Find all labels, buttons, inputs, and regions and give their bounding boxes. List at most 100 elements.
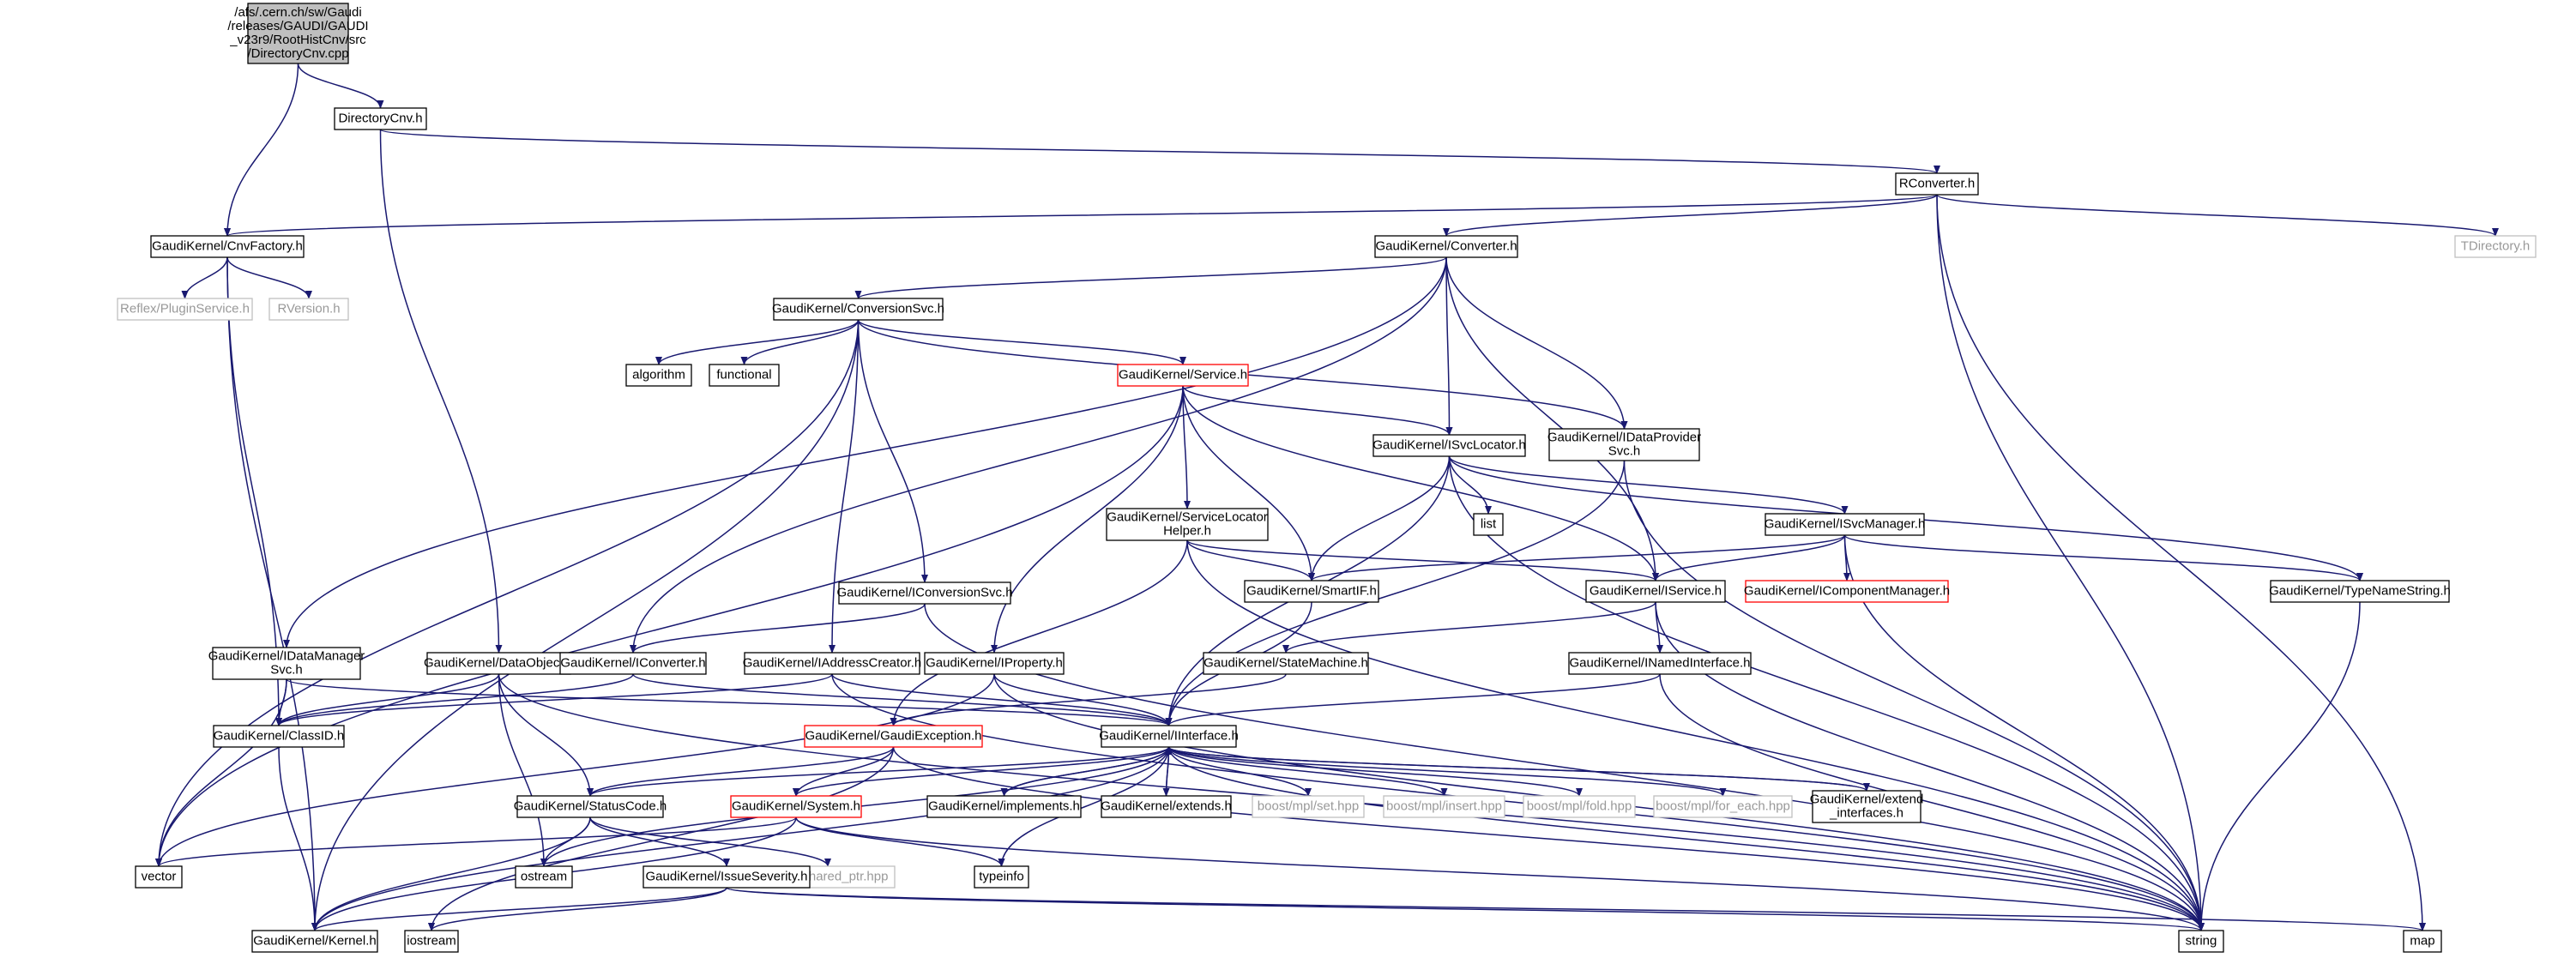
node-smartif[interactable]: GaudiKernel/SmartIF.h	[1244, 580, 1379, 603]
edge-idataprovider-to-iinterface	[1165, 460, 1626, 726]
edge-dircnv-to-rconv	[379, 129, 1940, 174]
node-algorithm[interactable]: algorithm	[625, 364, 692, 387]
edge-service-to-svclocator	[1182, 385, 1453, 436]
node-ostream[interactable]: ostream	[515, 865, 573, 889]
node-gaudiexception[interactable]: GaudiKernel/GaudiException.h	[804, 725, 983, 748]
edge-iconversionsvc-to-string	[924, 603, 2205, 931]
node-label-mplforeach: boost/mpl/for_each.hpp	[1656, 799, 1790, 814]
edge-isvcmanager-to-string	[1843, 534, 2205, 931]
node-label-idataprovider: Svc.h	[1608, 444, 1641, 459]
node-label-extendinterfaces: GaudiKernel/extend	[1810, 792, 1924, 807]
node-isvcmanager[interactable]: GaudiKernel/ISvcManager.h	[1765, 513, 1926, 536]
node-system[interactable]: GaudiKernel/System.h	[730, 795, 862, 818]
node-typenamestring[interactable]: GaudiKernel/TypeNameString.h	[2269, 580, 2451, 603]
node-label-iinterface: GaudiKernel/IInterface.h	[1099, 729, 1239, 744]
edge-root-to-cnvfactory	[224, 63, 299, 237]
edge-iconverter-to-classid	[275, 673, 634, 726]
edge-convsvc-to-service	[857, 319, 1186, 365]
node-root[interactable]: /afs/.cern.ch/sw/Gaudi/releases/GAUDI/GA…	[227, 3, 369, 64]
node-label-statuscode: GaudiKernel/StatusCode.h	[514, 799, 667, 814]
node-label-rversion: RVersion.h	[277, 302, 340, 316]
node-iconverter[interactable]: GaudiKernel/IConverter.h	[559, 652, 707, 675]
edge-service-to-iproperty	[991, 385, 1184, 654]
node-service[interactable]: GaudiKernel/Service.h	[1117, 364, 1249, 387]
node-iaddresscreator[interactable]: GaudiKernel/IAddressCreator.h	[743, 652, 921, 675]
node-label-typeinfo: typeinfo	[979, 870, 1024, 884]
edge-svclocatorhelper-to-string	[1186, 539, 2205, 931]
edge-service-to-vector	[155, 385, 1184, 867]
edge-cnvfactory-to-kernel	[226, 256, 318, 931]
node-map[interactable]: map	[2403, 930, 2442, 953]
edge-svclocator-to-isvcmanager	[1448, 455, 1849, 515]
edge-inamedinterface-to-iinterface	[1165, 673, 1661, 726]
node-implements[interactable]: GaudiKernel/implements.h	[926, 795, 1082, 818]
node-iinterface[interactable]: GaudiKernel/IInterface.h	[1099, 725, 1239, 748]
edge-gaudiexception-to-system	[793, 746, 895, 797]
node-vector[interactable]: vector	[135, 865, 183, 889]
node-icomponentmanager[interactable]: GaudiKernel/IComponentManager.h	[1744, 580, 1950, 603]
node-iconversionsvc[interactable]: GaudiKernel/IConversionSvc.h	[836, 581, 1013, 605]
edge-service-to-svclocatorhelper	[1182, 385, 1191, 509]
node-classid[interactable]: GaudiKernel/ClassID.h	[213, 725, 345, 748]
node-box-icomponentmanager	[1745, 580, 1949, 603]
node-label-iproperty: GaudiKernel/IProperty.h	[926, 656, 1063, 671]
node-mplset[interactable]: boost/mpl/set.hpp	[1252, 795, 1365, 818]
edge-iconverter-to-iinterface	[632, 673, 1173, 726]
node-rconv[interactable]: RConverter.h	[1895, 172, 1979, 196]
node-extendinterfaces[interactable]: GaudiKernel/extend_interfaces.h	[1810, 790, 1924, 823]
node-functional[interactable]: functional	[709, 364, 780, 387]
node-statuscode[interactable]: GaudiKernel/StatusCode.h	[514, 795, 667, 818]
node-box-typeinfo	[974, 865, 1029, 889]
edge-iaddresscreator-to-classid	[275, 673, 833, 726]
node-issueseverity[interactable]: GaudiKernel/IssueSeverity.h	[642, 865, 811, 889]
edge-root-to-dircnv	[297, 63, 384, 109]
node-label-idatamanager: Svc.h	[270, 663, 303, 678]
edge-iservice-to-statemachine	[1282, 601, 1656, 654]
node-dataobject[interactable]: GaudiKernel/DataObject.h	[424, 652, 574, 675]
node-converter[interactable]: GaudiKernel/Converter.h	[1374, 235, 1518, 258]
edge-issueseverity-to-string	[726, 887, 2205, 931]
node-svclocator[interactable]: GaudiKernel/ISvcLocator.h	[1372, 434, 1526, 457]
node-string[interactable]: string	[2178, 930, 2224, 953]
node-extends[interactable]: GaudiKernel/extends.h	[1101, 795, 1232, 818]
node-kernel[interactable]: GaudiKernel/Kernel.h	[251, 930, 378, 953]
node-label-gaudiexception: GaudiKernel/GaudiException.h	[805, 729, 982, 744]
node-label-iaddresscreator: GaudiKernel/IAddressCreator.h	[743, 656, 921, 671]
node-iservice[interactable]: GaudiKernel/IService.h	[1585, 580, 1726, 603]
node-typeinfo[interactable]: typeinfo	[974, 865, 1029, 889]
edge-convsvc-to-kernel	[311, 319, 860, 931]
edge-statemachine-to-gaudiexception	[890, 673, 1287, 726]
node-list[interactable]: list	[1473, 513, 1504, 536]
dependency-edges	[155, 63, 2499, 931]
node-mplinsert[interactable]: boost/mpl/insert.hpp	[1383, 795, 1505, 818]
edge-inamedinterface-to-string	[1659, 673, 2205, 931]
node-box-mplset	[1252, 795, 1365, 818]
edge-iconversionsvc-to-iconverter	[630, 603, 926, 654]
edge-dataobject-to-ostream	[498, 673, 547, 867]
node-label-converter: GaudiKernel/Converter.h	[1375, 239, 1517, 254]
node-statemachine[interactable]: GaudiKernel/StateMachine.h	[1203, 652, 1369, 675]
node-tdirectory[interactable]: TDirectory.h	[2454, 235, 2537, 258]
node-dircnv[interactable]: DirectoryCnv.h	[334, 107, 427, 130]
node-label-issueseverity: GaudiKernel/IssueSeverity.h	[646, 870, 808, 884]
node-iproperty[interactable]: GaudiKernel/IProperty.h	[924, 652, 1065, 675]
edge-convsvc-to-vector	[155, 319, 860, 867]
node-box-gaudiexception	[804, 725, 983, 748]
node-inamedinterface[interactable]: GaudiKernel/INamedInterface.h	[1568, 652, 1752, 675]
node-label-mplset: boost/mpl/set.hpp	[1258, 799, 1359, 814]
node-mplforeach[interactable]: boost/mpl/for_each.hpp	[1653, 795, 1793, 818]
node-iostream[interactable]: iostream	[404, 930, 459, 953]
edge-dataobject-to-classid	[275, 673, 500, 726]
node-label-inamedinterface: GaudiKernel/INamedInterface.h	[1570, 656, 1751, 671]
node-convsvc[interactable]: GaudiKernel/ConversionSvc.h	[772, 298, 944, 321]
node-label-string: string	[2186, 934, 2217, 949]
node-label-svclocatorhelper: Helper.h	[1163, 524, 1211, 539]
node-mplfold[interactable]: boost/mpl/fold.hpp	[1523, 795, 1636, 818]
dependency-nodes: /afs/.cern.ch/sw/Gaudi/releases/GAUDI/GA…	[117, 3, 2537, 953]
node-cnvfactory[interactable]: GaudiKernel/CnvFactory.h	[150, 235, 305, 258]
node-rversion[interactable]: RVersion.h	[268, 298, 349, 321]
node-reflex[interactable]: Reflex/PluginService.h	[117, 298, 253, 321]
